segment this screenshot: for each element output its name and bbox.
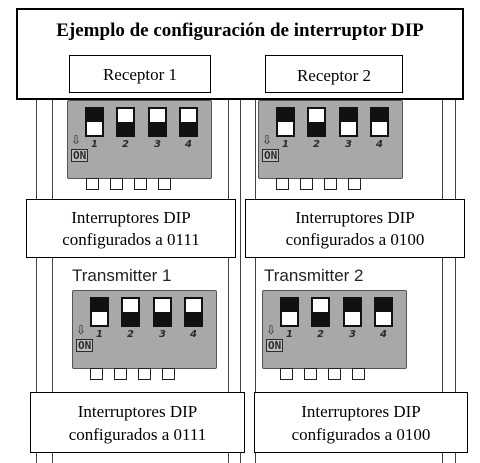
switch-number: 1 [286,329,293,340]
pin-row [280,368,365,380]
frame-line [255,95,256,463]
transmitter-2-caption: Interruptores DIP configurados a 0100 [254,392,468,453]
switch-number: 1 [96,329,103,340]
on-label: ON [262,149,280,162]
down-arrow-icon: ⇩ [76,323,87,337]
switch-number: 3 [154,139,161,150]
pin [110,178,123,190]
transmitter-1-label: Transmitter 1 [72,266,172,285]
dip-toggle-1 [276,107,295,137]
dip-toggle-2 [116,107,135,137]
pin-row [86,178,171,190]
switch-number: 4 [190,329,197,340]
pin [276,178,289,190]
switch-number: 1 [91,139,98,150]
switch-number: 2 [317,329,324,340]
pin [162,368,175,380]
dip-toggle-3 [148,107,167,137]
pin [324,178,337,190]
dip-toggle-1 [85,107,104,137]
dip-toggle-1 [280,297,299,327]
dip-toggle-2 [121,297,140,327]
pin [300,178,313,190]
down-arrow-icon: ⇩ [266,323,277,337]
pin [280,368,293,380]
dip-switch-transmitter-2: 1 2 3 4 ⇩ ON [262,290,407,369]
dip-toggle-3 [153,297,172,327]
dip-toggle-3 [343,297,362,327]
transmitter-1-caption: Interruptores DIP configurados a 0111 [30,392,245,453]
dip-toggle-4 [179,107,198,137]
on-label: ON [71,149,89,162]
dip-toggle-4 [370,107,389,137]
frame-line [228,95,229,463]
dip-toggle-2 [307,107,326,137]
pin [158,178,171,190]
receiver-1-caption: Interruptores DIP configurados a 0111 [26,199,236,258]
down-arrow-icon: ⇩ [262,133,273,147]
pin-row [276,178,361,190]
pin [348,178,361,190]
dip-switch-receiver-2: 1 2 3 4 ⇩ ON [258,100,403,179]
frame-line [52,95,53,463]
pin [328,368,341,380]
pin [114,368,127,380]
pin [352,368,365,380]
receiver-2-label: Receptor 2 [265,55,403,93]
frame-line [442,95,443,463]
pin [86,178,99,190]
switch-number: 4 [380,329,387,340]
switch-number: 1 [282,139,289,150]
on-label: ON [266,339,284,352]
switch-number: 4 [376,139,383,150]
dip-toggle-4 [374,297,393,327]
dip-toggle-2 [311,297,330,327]
dip-toggle-1 [90,297,109,327]
switch-number: 4 [185,139,192,150]
pin-row [90,368,175,380]
switch-number: 2 [122,139,129,150]
transmitter-2-label: Transmitter 2 [264,266,364,285]
switch-number: 2 [127,329,134,340]
switch-number: 2 [313,139,320,150]
pin [304,368,317,380]
receiver-2-caption: Interruptores DIP configurados a 0100 [245,199,465,258]
switch-number: 3 [345,139,352,150]
frame-line [455,95,456,463]
dip-toggle-3 [339,107,358,137]
frame-line [36,95,37,463]
frame-line [240,95,241,463]
page-title: Ejemplo de configuración de interruptor … [56,20,424,41]
dip-switch-transmitter-1: 1 2 3 4 ⇩ ON [72,290,217,369]
dip-switch-receiver-1: 1 2 3 4 ⇩ ON [67,100,212,179]
dip-toggle-4 [184,297,203,327]
pin [138,368,151,380]
receiver-1-label: Receptor 1 [69,55,211,93]
down-arrow-icon: ⇩ [71,133,82,147]
on-label: ON [76,339,94,352]
switch-number: 3 [349,329,356,340]
switch-number: 3 [159,329,166,340]
pin [90,368,103,380]
pin [134,178,147,190]
